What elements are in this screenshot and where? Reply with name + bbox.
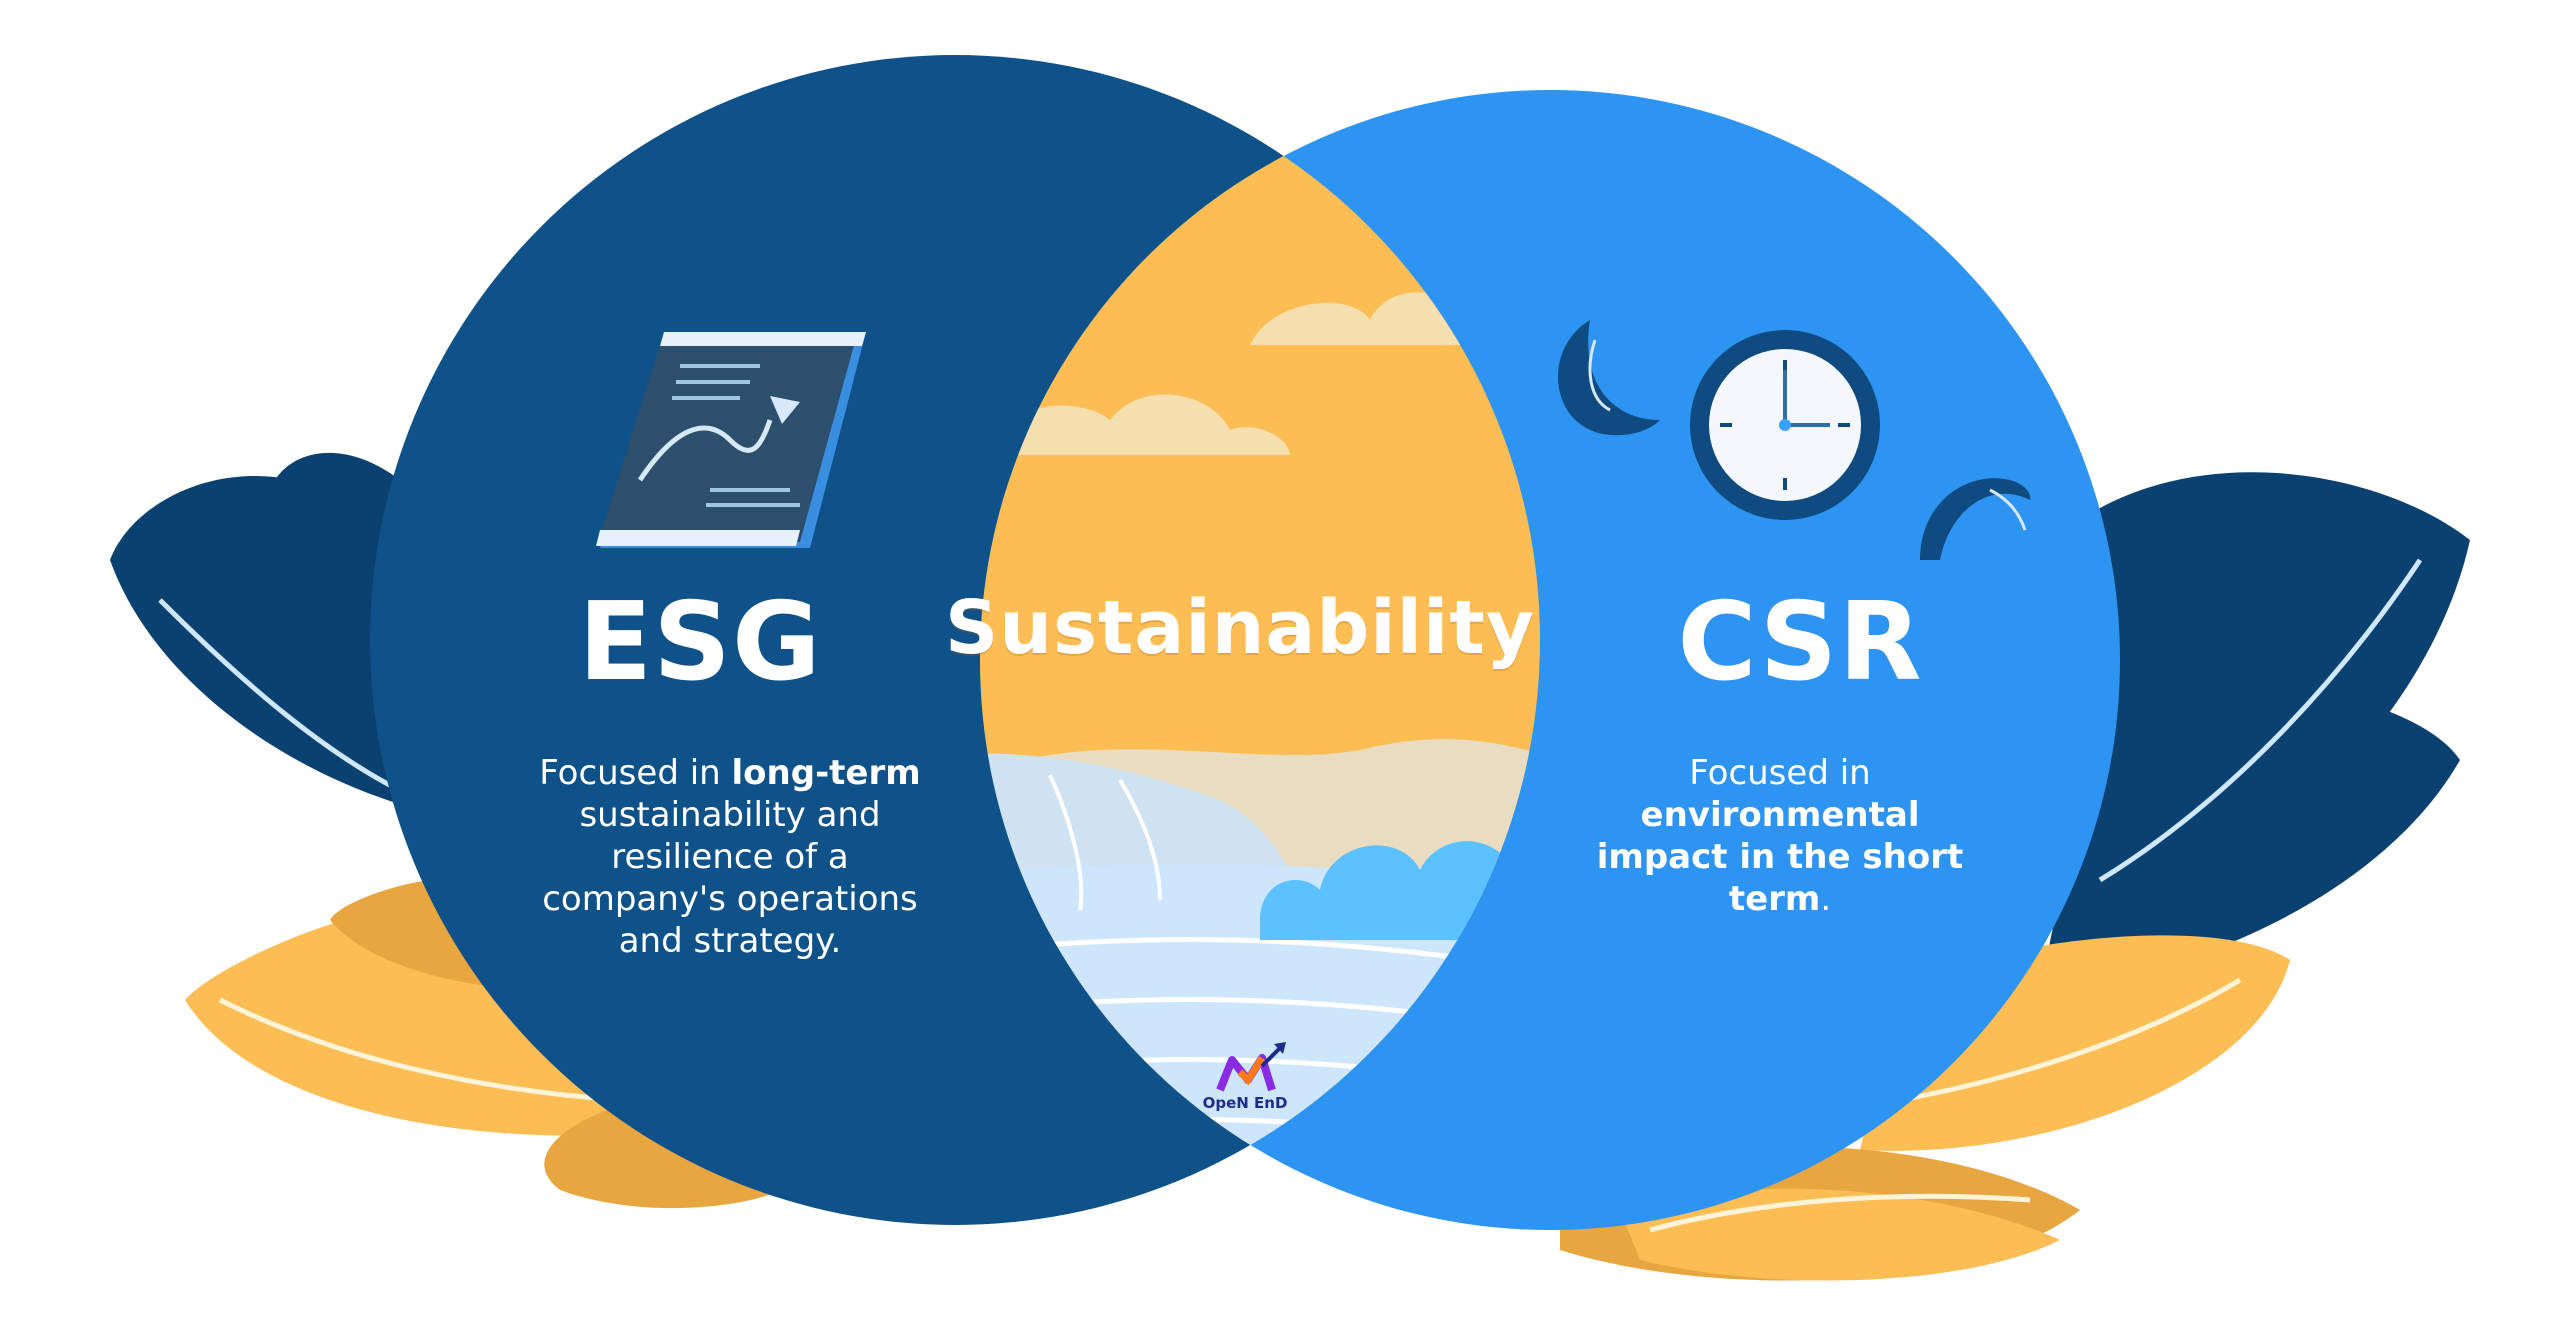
logo-text: OpeN EnD — [1202, 1094, 1288, 1112]
csr-title: CSR — [1677, 580, 1923, 705]
esg-description: Focused in long-term sustainability and … — [520, 752, 940, 962]
logo-mark — [1216, 1042, 1286, 1092]
csr-description: Focused in environmental impact in the s… — [1580, 752, 1980, 920]
moon-right-icon — [1920, 478, 2031, 560]
leaf-dark-right-mid — [2040, 683, 2460, 990]
esg-desc-bold: long-term — [731, 753, 921, 793]
sustainability-title: Sustainability — [945, 585, 1535, 671]
document-chart-icon — [596, 332, 866, 548]
esg-desc-prefix: Focused in — [539, 753, 732, 793]
csr-desc-rest: . — [1820, 879, 1832, 919]
csr-desc-prefix: Focused in — [1689, 753, 1871, 793]
esg-title: ESG — [578, 580, 822, 705]
esg-desc-rest: sustainability and resilience of a compa… — [542, 795, 918, 961]
csr-desc-bold: environmental impact in the short term — [1596, 795, 1964, 919]
moon-left-icon — [1557, 320, 1660, 436]
clock-icon — [1690, 330, 1880, 520]
